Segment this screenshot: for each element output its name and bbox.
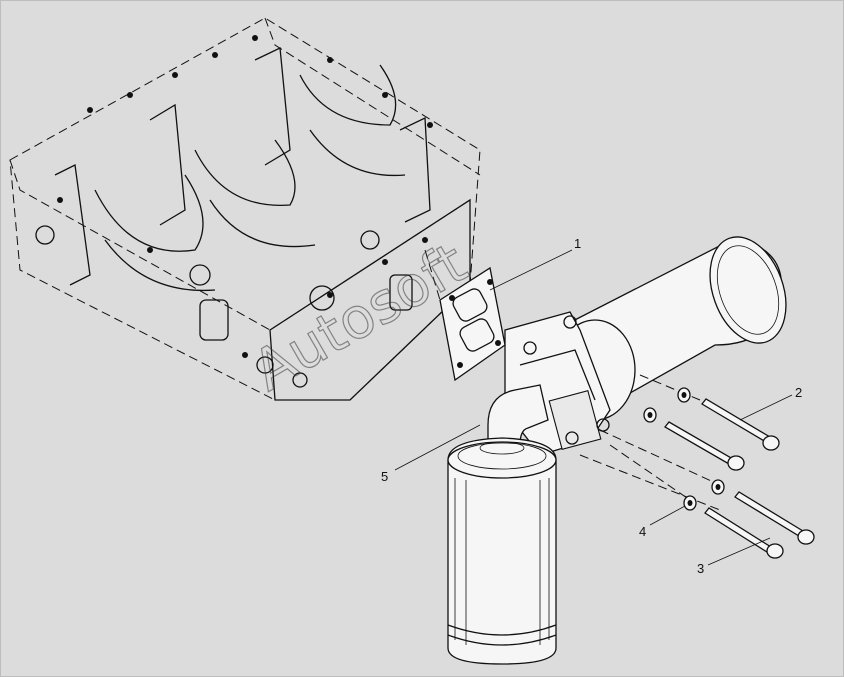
callout-label-3: 3 bbox=[697, 561, 704, 576]
callout-label-2: 2 bbox=[795, 385, 802, 400]
washer bbox=[677, 387, 691, 403]
cap-screws bbox=[664, 398, 815, 559]
washer bbox=[643, 407, 657, 423]
cap-screw bbox=[701, 398, 780, 451]
engine-block bbox=[9, 17, 481, 401]
washers bbox=[643, 387, 725, 511]
spin-on-filter-vertical bbox=[447, 437, 557, 665]
washer bbox=[683, 495, 697, 511]
washer bbox=[711, 479, 725, 495]
callout-label-1: 1 bbox=[574, 236, 581, 251]
gasket bbox=[439, 266, 506, 382]
cap-screw bbox=[664, 421, 745, 471]
assembly-alignment-lines bbox=[424, 249, 721, 511]
cap-screw bbox=[734, 491, 815, 545]
callout-label-5: 5 bbox=[381, 469, 388, 484]
cap-screw bbox=[704, 507, 784, 559]
callout-label-4: 4 bbox=[639, 524, 646, 539]
filter-head-housing bbox=[504, 311, 636, 456]
callout-leaders bbox=[394, 249, 793, 566]
